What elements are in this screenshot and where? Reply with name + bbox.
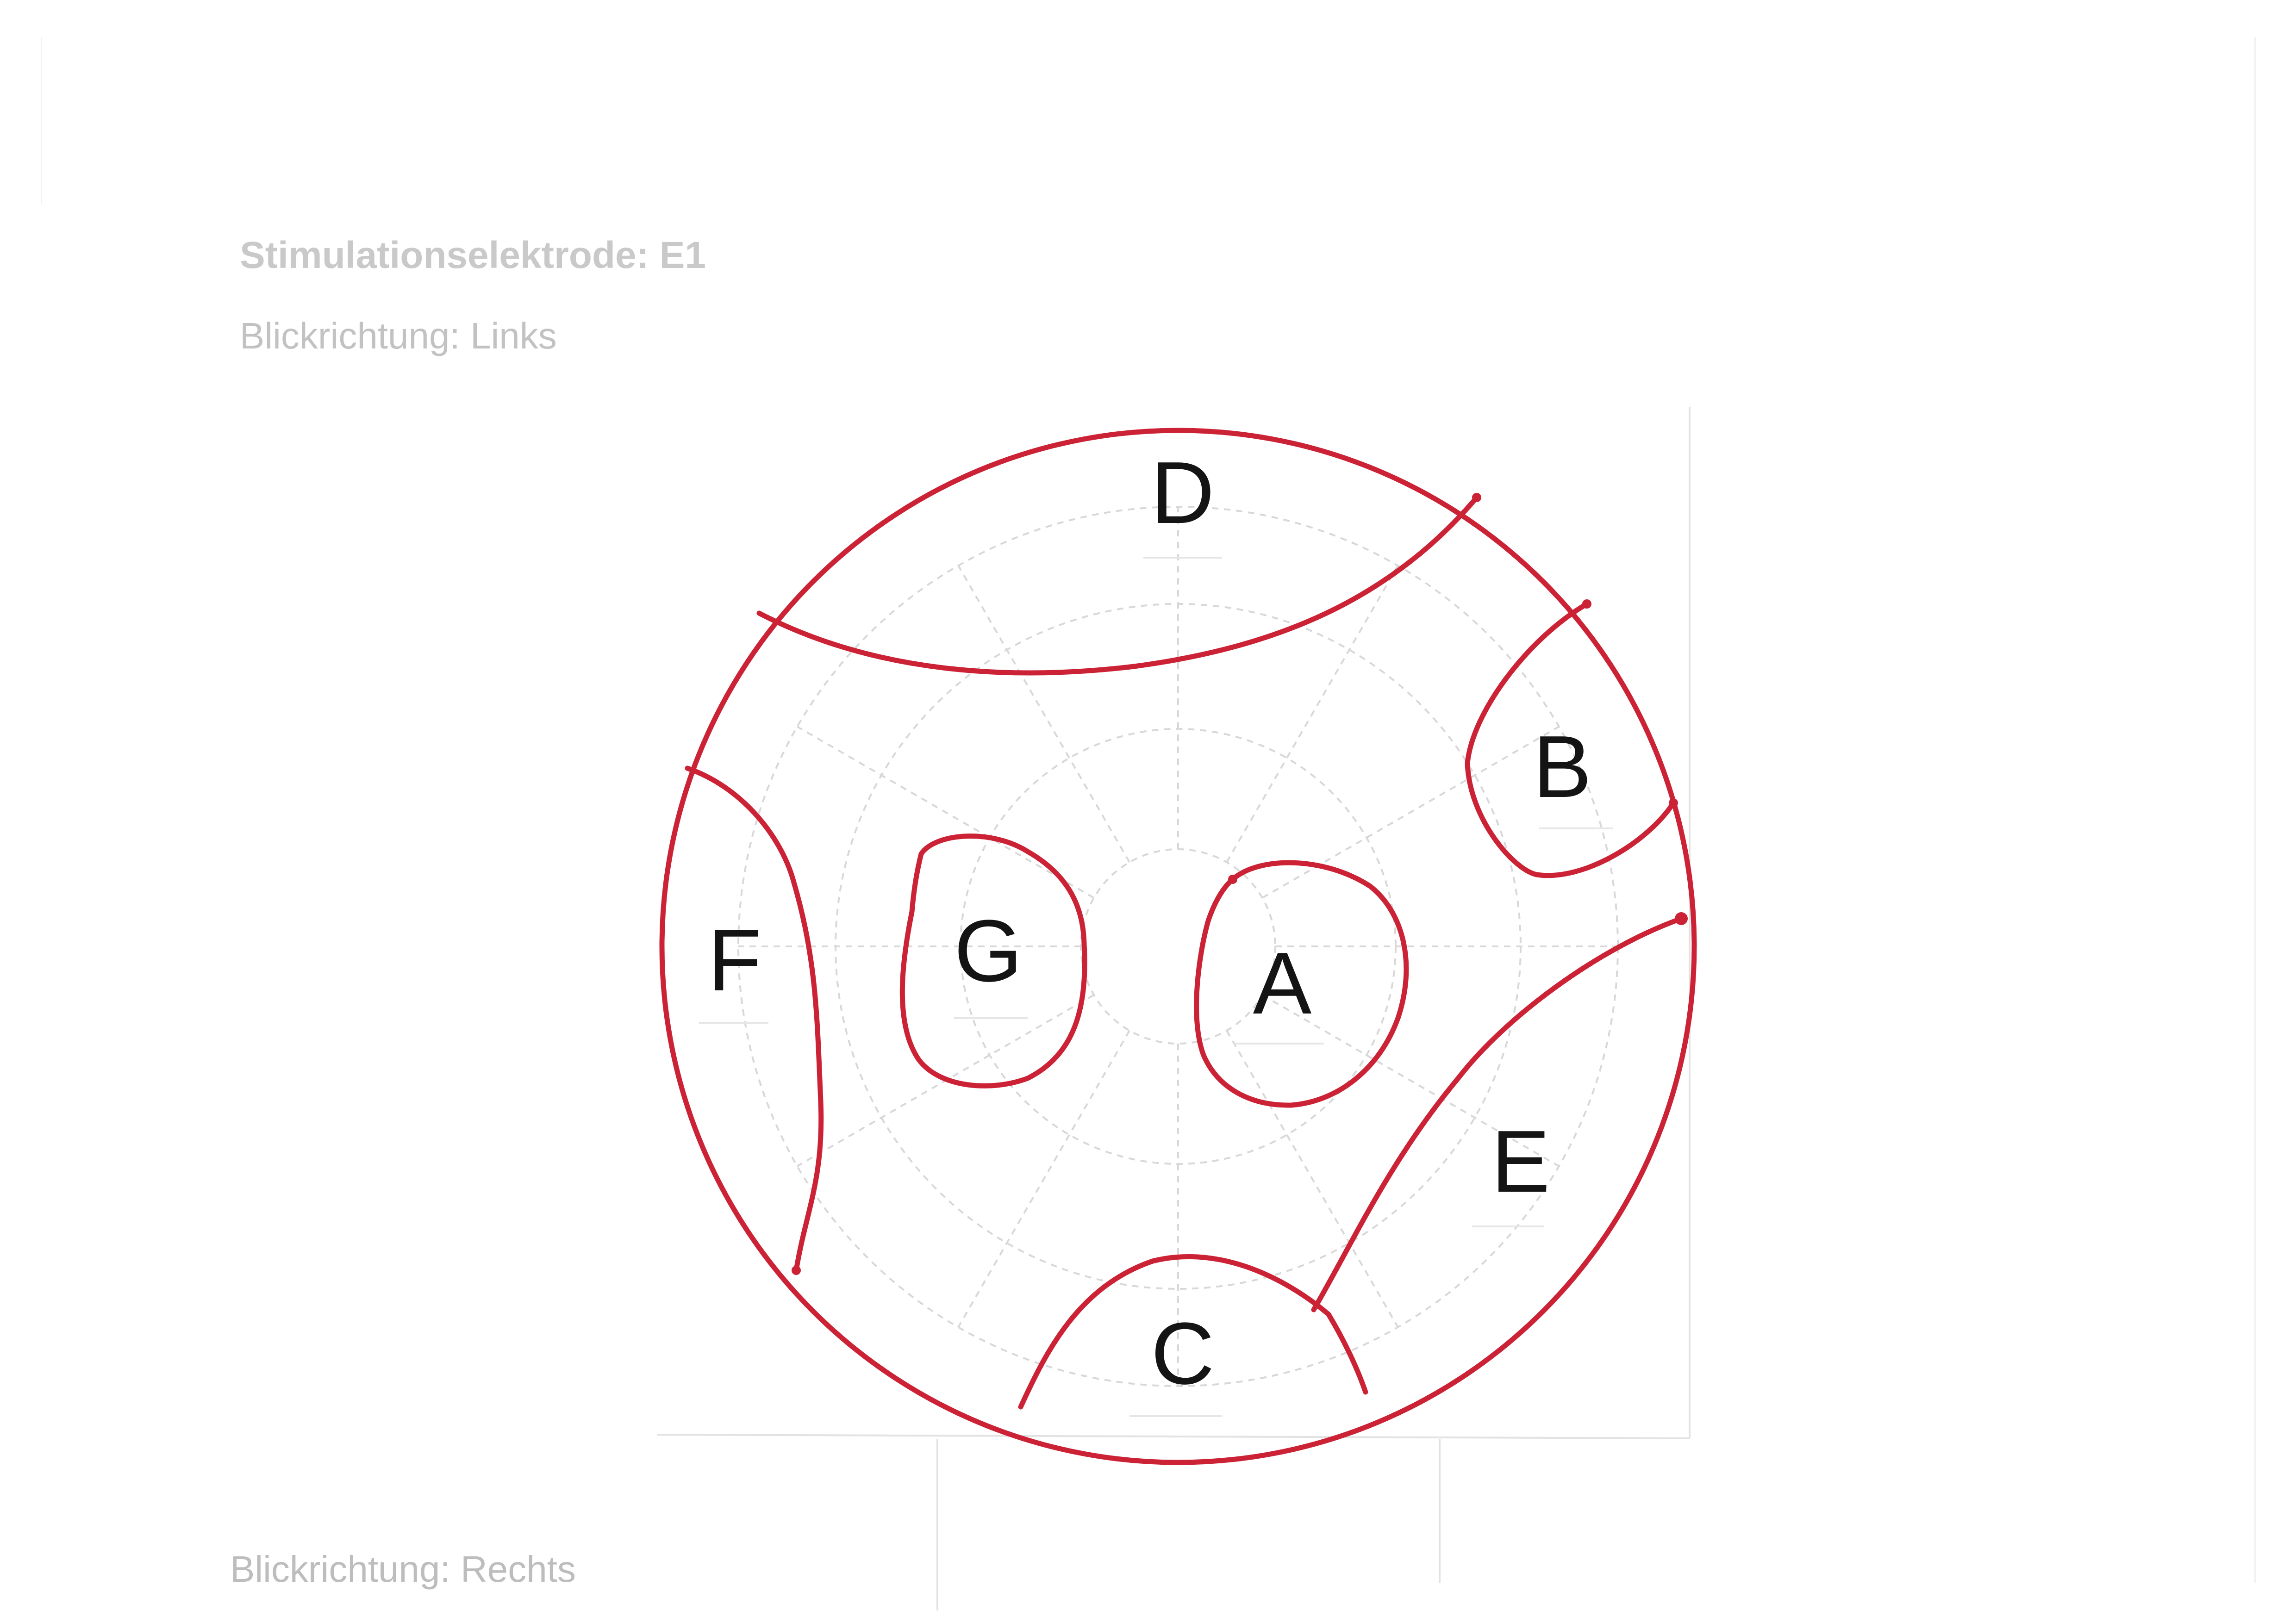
region-label-D: D <box>1151 444 1214 542</box>
boundary-G <box>899 833 1087 1088</box>
region-label-G: G <box>954 902 1023 1000</box>
view-direction-bottom: Blickrichtung: Rechts <box>230 1548 576 1590</box>
scan-border-right <box>2254 37 2256 1583</box>
boundary-F <box>685 765 824 1273</box>
frame-lines <box>657 407 1691 1611</box>
region-label-E: E <box>1491 1113 1550 1211</box>
boundary-C <box>1018 1254 1368 1410</box>
boundary-E <box>1311 916 1684 1312</box>
boundary-A <box>1194 860 1409 1108</box>
grid-ring-1 <box>1080 848 1276 1045</box>
polar-grid <box>737 506 1619 1387</box>
region-label-B: B <box>1533 718 1592 816</box>
label-underlines <box>699 557 1613 1417</box>
boundary-D <box>756 495 1479 676</box>
electrode-title: Stimulationselektrode: E1 <box>240 234 706 276</box>
grid-ring-3 <box>835 603 1522 1290</box>
scan-border-left <box>41 37 42 204</box>
outer-boundary <box>659 428 1697 1465</box>
grid-ring-2 <box>960 728 1397 1165</box>
region-label-F: F <box>708 911 761 1009</box>
region-label-C: C <box>1151 1305 1214 1403</box>
grid-spokes <box>738 507 1618 1386</box>
junction-dots <box>792 493 1688 1275</box>
region-label-A: A <box>1253 934 1312 1032</box>
view-direction-top: Blickrichtung: Links <box>240 315 557 356</box>
boundary-B <box>1465 601 1676 878</box>
